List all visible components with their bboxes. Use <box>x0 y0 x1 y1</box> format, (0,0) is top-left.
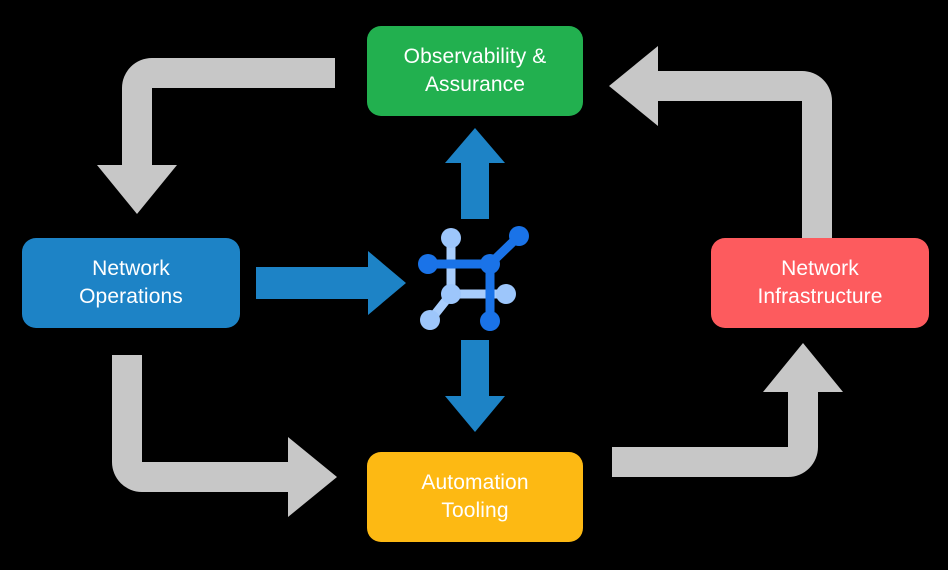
network-topology-icon <box>418 226 529 331</box>
arrow-center-to-observability <box>445 128 505 219</box>
arrow-automation-to-infrastructure <box>612 343 843 477</box>
node-observability-assurance[interactable]: Observability & Assurance <box>367 26 583 116</box>
node-network-operations-label: Network Operations <box>79 257 183 308</box>
arrow-operations-to-center <box>256 251 406 315</box>
node-automation-tooling[interactable]: Automation Tooling <box>367 452 583 542</box>
node-observability-assurance-label: Observability & Assurance <box>403 45 547 96</box>
arrow-operations-to-automation <box>112 355 337 517</box>
arrow-observability-to-operations <box>97 58 335 214</box>
node-automation-tooling-label: Automation Tooling <box>421 471 529 522</box>
node-network-operations[interactable]: Network Operations <box>22 238 240 328</box>
arrow-center-to-automation <box>445 340 505 432</box>
node-network-infrastructure[interactable]: Network Infrastructure <box>711 238 929 328</box>
arrow-infrastructure-to-observability <box>609 46 832 238</box>
node-network-infrastructure-label: Network Infrastructure <box>757 257 883 308</box>
